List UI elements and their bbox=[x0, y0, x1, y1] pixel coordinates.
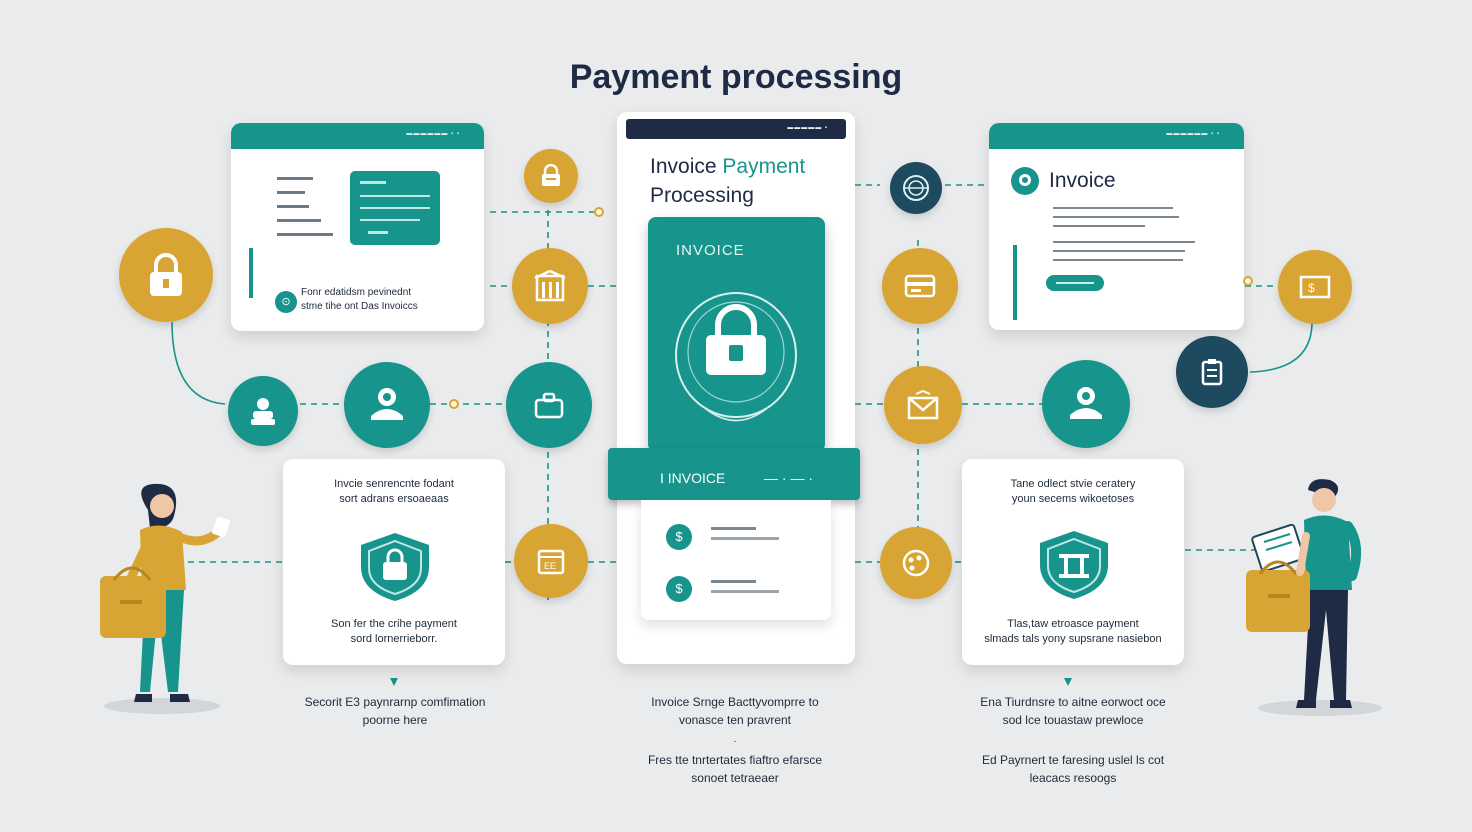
accent-bar bbox=[1013, 245, 1017, 320]
card-icon bbox=[904, 274, 936, 298]
caption-center-dot: · bbox=[733, 736, 737, 747]
left-bottom-card: Invcie senrencnte fodant sort adrans ers… bbox=[283, 459, 505, 665]
caption-right-a: Ena Tiurdnsre to aitne eorwoct oce sod l… bbox=[980, 695, 1166, 727]
summary-panel bbox=[350, 171, 440, 245]
clipboard-node[interactable] bbox=[1176, 336, 1248, 408]
svg-text:$: $ bbox=[1308, 281, 1315, 295]
right-top-card: ▬▬▬▬▬▬ ▪ ▪ Invoice bbox=[989, 123, 1244, 330]
connector-dot bbox=[594, 207, 604, 217]
accent-bar bbox=[249, 248, 253, 298]
globe-icon bbox=[903, 175, 929, 201]
calendar-icon: EE bbox=[537, 549, 565, 575]
left-top-card: ▬▬▬▬▬▬ ▪ ▪ ⊙ Fonr edatidsm pevinednt stm… bbox=[231, 123, 484, 331]
card-header-bar: ▬▬▬▬▬ ▪ bbox=[626, 119, 846, 139]
page-title: Payment processing bbox=[569, 58, 903, 96]
palette-node[interactable] bbox=[880, 527, 952, 599]
caption-right-b: Ed Payrnert te faresing uslel ls cot lea… bbox=[981, 753, 1165, 785]
panel-label: INVOICE bbox=[676, 242, 745, 259]
info-icon: ⊙ bbox=[275, 291, 297, 313]
caption-left: Secorit E3 paynrarnp comfimation poorne … bbox=[304, 695, 486, 727]
clipboard-icon bbox=[1201, 359, 1223, 386]
pay-button[interactable] bbox=[1046, 275, 1104, 291]
people-node[interactable] bbox=[228, 376, 298, 446]
briefcase-node[interactable] bbox=[506, 362, 592, 448]
card-header-bar: ▬▬▬▬▬▬ ▪ ▪ bbox=[231, 123, 484, 149]
card-text: Fonr edatidsm pevinednt stme tihe ont Da… bbox=[301, 287, 418, 312]
shield-bank-icon bbox=[1040, 531, 1108, 599]
caption-center-b: Fres tte tnrtertates fiaftro efarsce son… bbox=[647, 753, 823, 785]
dollar-icon: $ bbox=[1299, 275, 1331, 299]
card-header-bar: ▬▬▬▬▬▬ ▪ ▪ bbox=[989, 123, 1244, 149]
receipt-row-icon: $ bbox=[666, 576, 692, 602]
shield-lock-icon bbox=[361, 533, 429, 601]
invoice-heading: Invoice bbox=[1049, 169, 1116, 192]
connector-dot bbox=[449, 399, 459, 409]
text-lines bbox=[1053, 207, 1195, 261]
caption-center-a: Invoice Srnge Bacttyvomprre to vonasce t… bbox=[651, 695, 819, 727]
center-card: ▬▬▬▬▬ ▪ Invoice Payment Processing INVOI… bbox=[608, 112, 860, 664]
invoice-ribbon: I INVOICE — · — · bbox=[608, 448, 860, 500]
globe-node[interactable] bbox=[890, 162, 942, 214]
invoice-logo-icon bbox=[1011, 167, 1039, 195]
building-node[interactable] bbox=[512, 248, 588, 324]
dollar-node[interactable]: $ bbox=[1278, 250, 1352, 324]
badge-icon bbox=[542, 164, 560, 186]
user-icon bbox=[371, 388, 403, 420]
receipt-sheet: $ $ bbox=[641, 500, 831, 620]
calendar-node[interactable]: EE bbox=[514, 524, 588, 598]
lock-icon bbox=[675, 292, 797, 422]
user-node[interactable] bbox=[344, 362, 430, 448]
user-node-right[interactable] bbox=[1042, 360, 1130, 448]
man-figure bbox=[1246, 479, 1382, 716]
svg-text:EE: EE bbox=[544, 561, 556, 571]
user-icon bbox=[1070, 387, 1102, 419]
woman-figure bbox=[100, 483, 231, 714]
envelope-icon bbox=[907, 390, 939, 420]
envelope-node[interactable] bbox=[884, 366, 962, 444]
building-icon bbox=[534, 270, 566, 302]
list-lines bbox=[277, 177, 337, 236]
palette-icon bbox=[902, 549, 930, 577]
user-group-icon bbox=[251, 398, 275, 425]
invoice-panel: INVOICE bbox=[648, 217, 825, 452]
center-heading: Invoice Payment Processing bbox=[650, 155, 806, 207]
briefcase-icon bbox=[534, 392, 564, 419]
connector-dot bbox=[1243, 276, 1253, 286]
badge-node[interactable] bbox=[524, 149, 578, 203]
card-node[interactable] bbox=[882, 248, 958, 324]
right-bottom-card: Tane odlect stvie ceratery youn secems w… bbox=[962, 459, 1184, 665]
padlock-node[interactable] bbox=[119, 228, 213, 322]
lock-icon bbox=[150, 253, 182, 296]
receipt-row-icon: $ bbox=[666, 524, 692, 550]
